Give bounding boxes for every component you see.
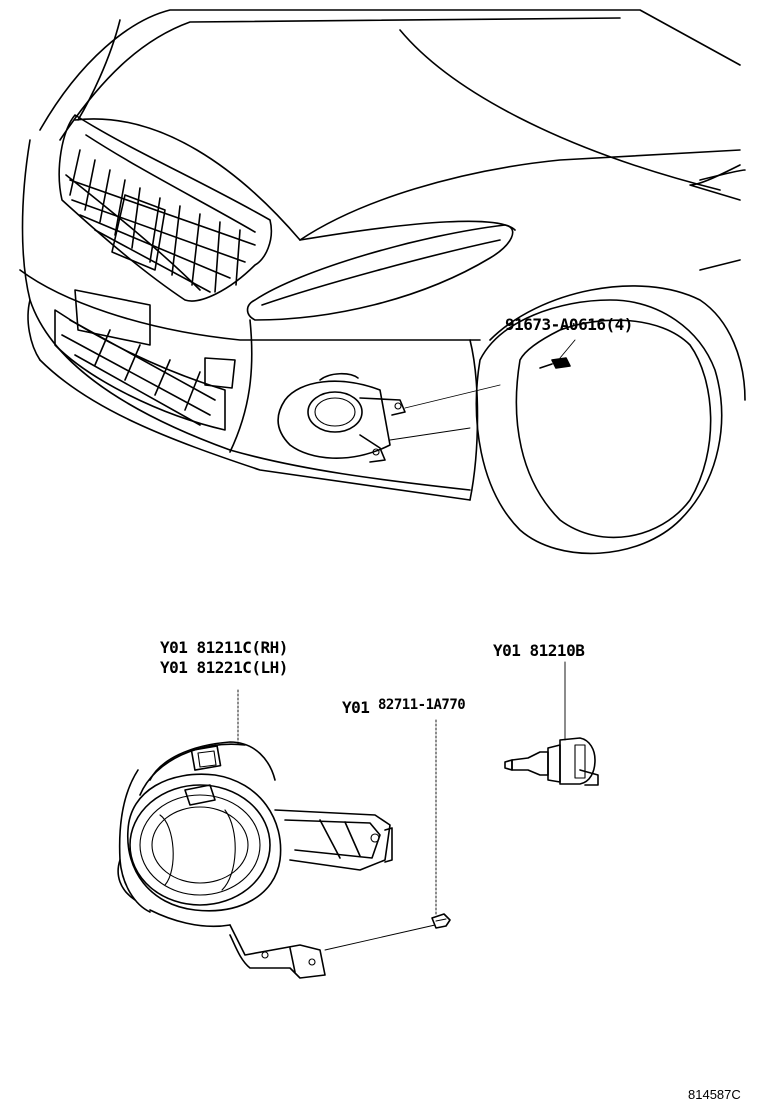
- fog-lamp-rh-label: Y01 81211C(RH): [160, 638, 288, 657]
- bulb-part: [504, 737, 599, 786]
- part-leaders: [237, 661, 566, 916]
- car-body-illustration: [19, 9, 746, 555]
- illustration-code: 814587C: [688, 1087, 741, 1102]
- bolt-part-label: 91673-A0616(4): [505, 315, 633, 334]
- bulb-part-label: Y01 81210B: [493, 641, 585, 660]
- fog-lamp-assembly: [117, 741, 393, 979]
- clip-part-label: 82711-1A770: [378, 697, 466, 713]
- fog-lamp-lh-label: Y01 81221C(LH): [160, 658, 288, 677]
- clip-prefix-label: Y01: [342, 698, 370, 717]
- bolt-leader: [389, 339, 576, 441]
- clip-part: [324, 913, 451, 951]
